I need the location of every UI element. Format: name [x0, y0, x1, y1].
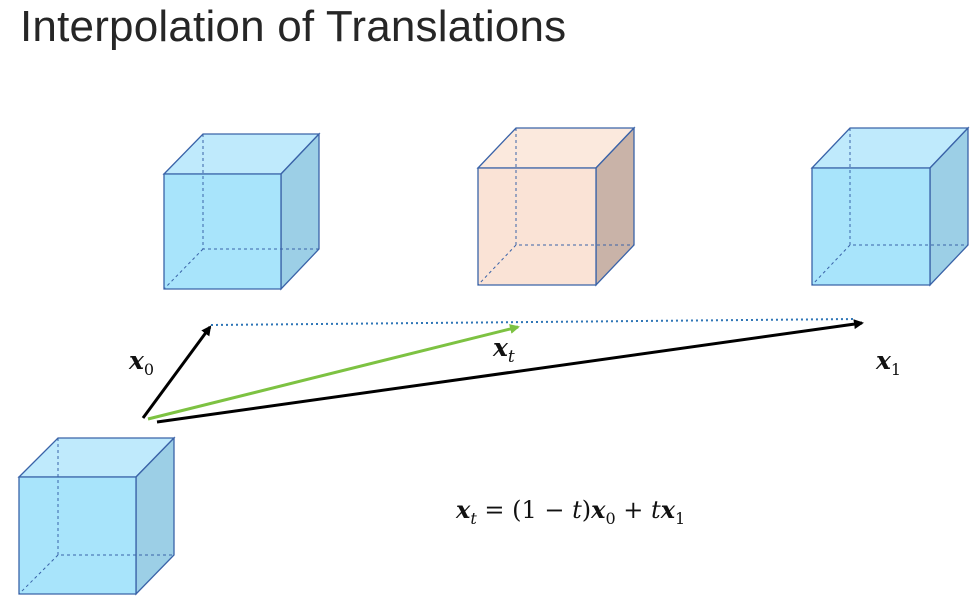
label-x0: x0	[128, 346, 154, 379]
arrow-xt	[147, 324, 520, 421]
cube-origin	[17, 436, 176, 596]
arrow-x0	[141, 325, 212, 419]
cube-x0	[162, 132, 321, 291]
label-x1: x1	[875, 346, 901, 379]
dotted-path-line	[210, 318, 856, 326]
cube-xt	[476, 126, 636, 287]
cube-x1	[810, 126, 970, 287]
label-xt: xt	[492, 333, 515, 367]
slide-title: Interpolation of Translations	[20, 2, 567, 51]
interpolation-equation: xt = (1 − t)x0 + tx1	[455, 495, 685, 528]
arrow-x1	[156, 319, 864, 424]
